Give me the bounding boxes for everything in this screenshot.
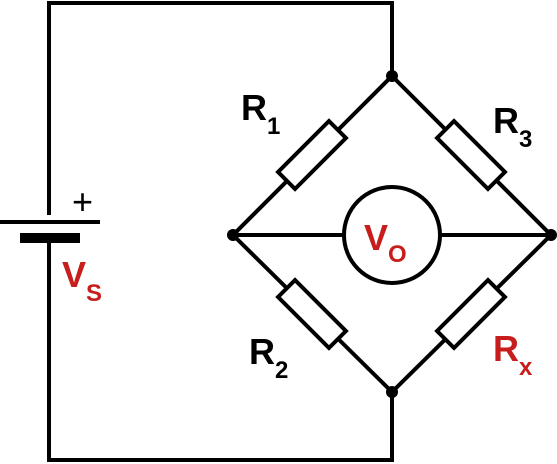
resistor-rx-label-sub: x <box>519 354 533 381</box>
resistor-rx-body <box>434 277 508 351</box>
resistor-r1-label-sub: 1 <box>267 113 280 140</box>
resistor-r3-label-sub: 3 <box>519 126 532 153</box>
resistor-r2-label-sub: 2 <box>275 357 288 384</box>
resistor-r1-label: R1 <box>241 87 280 140</box>
node-bottom <box>386 386 398 398</box>
resistor-r3-label: R3 <box>493 100 532 153</box>
node-left <box>227 229 239 241</box>
resistor-r3-label-main: R <box>493 100 519 141</box>
node-top <box>386 70 398 82</box>
voltmeter-symbol <box>342 185 442 285</box>
resistor-r2-label: R2 <box>249 331 288 384</box>
resistor-r2-label-main: R <box>249 331 275 372</box>
node-right <box>545 229 557 241</box>
battery-label: VS <box>62 254 102 307</box>
wire-bottom-loop <box>47 241 394 462</box>
wire-top-loop <box>47 1 394 215</box>
resistor-r2-body <box>275 277 349 351</box>
voltmeter-label-sub: O <box>388 241 407 268</box>
battery-plus-sign: + <box>72 181 93 222</box>
resistor-rx-label: Rx <box>493 328 533 381</box>
voltmeter-label-main: V <box>364 217 388 258</box>
resistor-r1-body <box>275 118 349 192</box>
resistor-r3-body <box>434 118 508 192</box>
battery-label-sub: S <box>86 280 102 307</box>
voltmeter-label: VO <box>364 217 407 268</box>
resistor-rx-label-main: R <box>493 328 519 369</box>
resistor-r1-label-main: R <box>241 87 267 128</box>
battery-label-main: V <box>62 254 86 295</box>
